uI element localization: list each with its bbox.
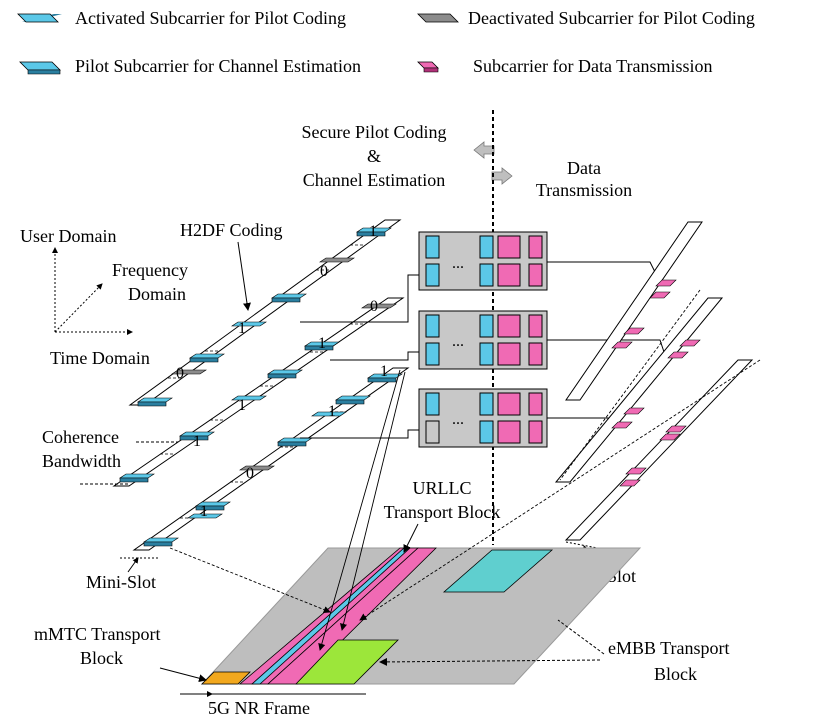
legend-deactivated-label: Deactivated Subcarrier for Pilot Coding: [468, 8, 755, 28]
embb-label-2: Block: [654, 664, 697, 684]
pilot-strip-3: 1 1 0 1: [132, 363, 410, 551]
embb-label-1: eMBB Transport: [608, 638, 730, 658]
strip-1-bit-c: 1: [238, 320, 246, 337]
strip-3-bit-b: 1: [328, 403, 336, 420]
legend: Activated Subcarrier for Pilot Coding De…: [17, 8, 755, 76]
frequency-domain-label-1: Frequency: [112, 260, 188, 280]
legend-data-label: Subcarrier for Data Transmission: [473, 56, 712, 76]
minislot-left: Mini-Slot: [86, 557, 158, 592]
block-2: ...: [418, 310, 548, 370]
data-strip-3: [564, 359, 754, 541]
user-domain-label: User Domain: [20, 226, 116, 246]
strip-2-bit-c: 1: [238, 397, 246, 414]
legend-pilot-icon: [19, 61, 61, 75]
axes: User Domain Frequency Domain Time Domain: [20, 226, 188, 368]
coherence-label-2: Bandwidth: [42, 451, 121, 471]
time-domain-label: Time Domain: [50, 348, 150, 368]
block-1-ellipsis: ...: [452, 255, 464, 272]
block-2-ellipsis: ...: [452, 333, 464, 350]
secure-pilot-label-1: Secure Pilot Coding: [302, 122, 447, 142]
strip-3-bit-a: 1: [380, 363, 388, 380]
frequency-axis: [54, 283, 103, 333]
legend-deactivated-icon: [417, 13, 459, 23]
secure-pilot-label-3: Channel Estimation: [303, 170, 445, 190]
legend-activated-label: Activated Subcarrier for Pilot Coding: [75, 8, 346, 28]
strip-1-bit-a: 1: [369, 223, 377, 240]
block-1: ...: [418, 231, 548, 291]
strip-1-bit-d: 0: [176, 365, 184, 382]
data-transmission-label-2: Transmission: [536, 180, 632, 200]
strip-3-bit-c: 0: [246, 465, 254, 482]
block-3-ellipsis: ...: [452, 411, 464, 428]
urllc-label-1: URLLC: [412, 478, 471, 498]
strip-1-bit-b: 0: [320, 263, 328, 280]
h2df-pointer: [237, 241, 251, 311]
arrow-right-icon: [491, 167, 513, 185]
nr-frame: 5G NR Frame: [180, 547, 642, 718]
strip-1-cells: [137, 227, 392, 407]
legend-data-icon: [417, 61, 439, 73]
middle-blocks: ... ... ...: [300, 231, 665, 448]
coherence-label-1: Coherence: [42, 427, 119, 447]
mapping-lines: [169, 289, 761, 651]
data-transmission-label-1: Data: [567, 158, 601, 178]
data-strip-1: [565, 221, 703, 401]
mmtc-label-1: mMTC Transport: [34, 624, 161, 644]
block-3: ...: [418, 388, 548, 448]
h2df-annotation: H2DF Coding: [180, 220, 283, 311]
data-strip-2: [554, 297, 724, 483]
urllc-label-2: Transport Block: [384, 502, 501, 522]
embb-annotation: eMBB Transport Block: [379, 619, 730, 684]
mmtc-annotation: mMTC Transport Block: [34, 624, 207, 683]
secure-pilot-label-2: &: [367, 146, 381, 166]
coherence-annotation: Coherence Bandwidth: [42, 427, 178, 485]
minislot-left-label: Mini-Slot: [86, 572, 156, 592]
arrow-left-icon: [473, 141, 495, 159]
urllc-annotation: URLLC Transport Block: [384, 478, 501, 553]
mmtc-label-2: Block: [80, 648, 123, 668]
frame-label: 5G NR Frame: [208, 698, 310, 718]
phase-header: Secure Pilot Coding & Channel Estimation…: [302, 110, 632, 545]
strip-2-bit-d: 1: [193, 433, 201, 450]
pilot-strip-1: 1 0 1 0: [128, 219, 402, 407]
strip-3-bit-d: 1: [200, 503, 208, 520]
h2df-label: H2DF Coding: [180, 220, 283, 240]
frequency-domain-label-2: Domain: [128, 284, 186, 304]
strip-2-bit-a: 0: [370, 298, 378, 315]
strip-2-bit-b: 1: [318, 335, 326, 352]
legend-pilot-label: Pilot Subcarrier for Channel Estimation: [75, 56, 361, 76]
legend-activated-icon: [17, 13, 62, 23]
pilot-strip-2: 0 1 1 1: [112, 297, 405, 487]
